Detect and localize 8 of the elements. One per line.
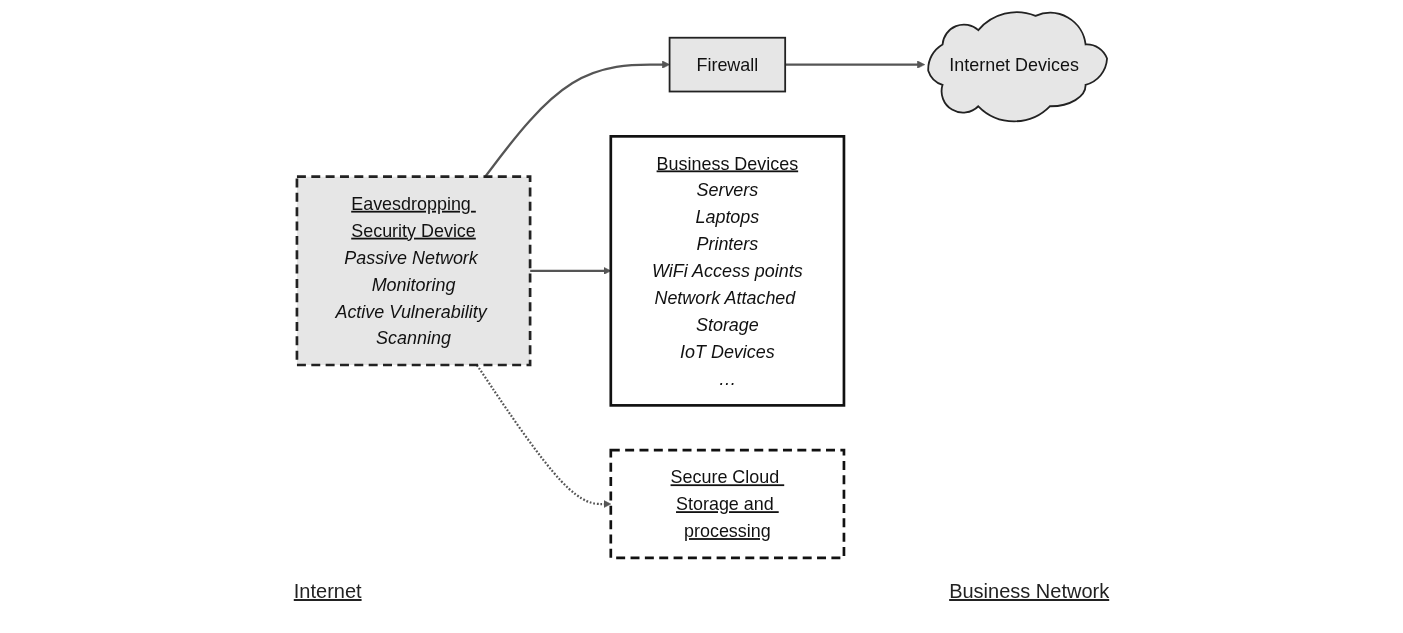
- region-label: Business Network: [949, 580, 1110, 603]
- region-label: Internet: [293, 580, 362, 603]
- node-box: Business Devices Servers Laptops Printers WiFi Access points Network Attached Storage IoT Devices …: [608, 135, 845, 407]
- node-box: Secure Cloud Storage and processing: [608, 448, 845, 560]
- node-box: Firewall: [668, 36, 786, 93]
- arrow: [784, 60, 925, 69]
- node-box: Eavesdropping Security Device Passive Network Monitoring Active Vulnerability Scanning: [295, 175, 531, 367]
- arrow: [529, 266, 611, 275]
